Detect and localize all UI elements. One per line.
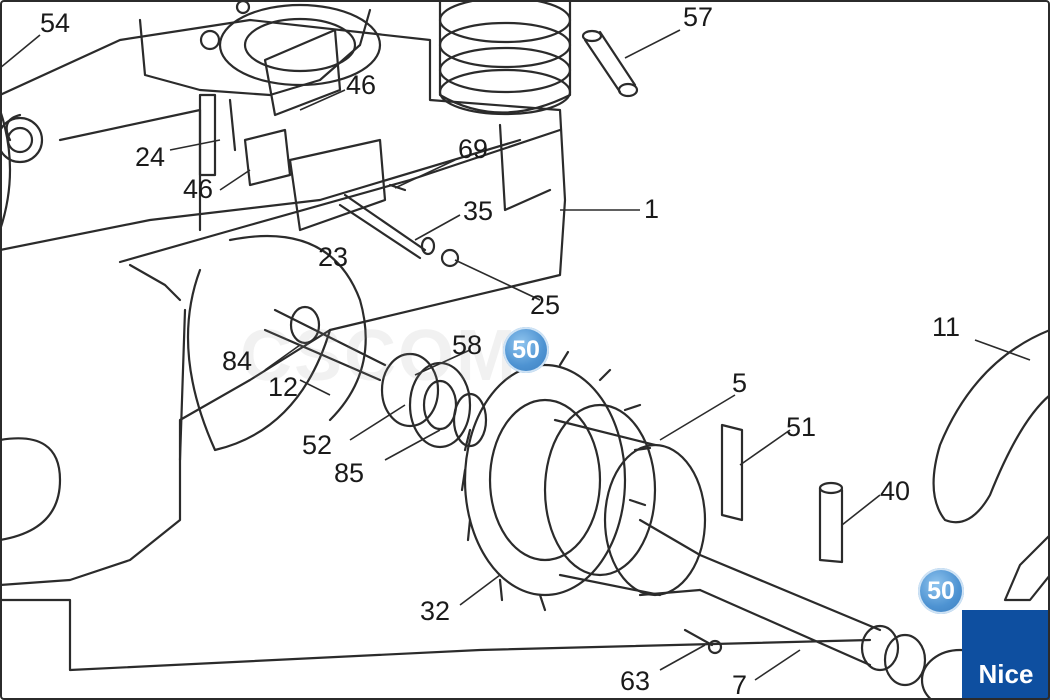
top-plate [138, 0, 382, 117]
callout-7: 7 [732, 670, 748, 700]
callout-57: 57 [683, 2, 714, 32]
callout-40: 40 [880, 476, 911, 506]
output-shaft-7 [638, 518, 927, 687]
pin-40 [818, 481, 844, 564]
pin-57 [581, 29, 639, 98]
pin-25 [440, 248, 460, 268]
callout-63: 63 [620, 666, 651, 696]
callout-35: 35 [463, 196, 494, 226]
shaft-12 [263, 305, 387, 382]
control-board [198, 93, 387, 232]
belt [498, 123, 552, 212]
callout-85: 85 [334, 458, 365, 488]
key-51 [720, 423, 744, 522]
release-lever-11 [932, 328, 1050, 524]
badge-50-shaft: 50 [918, 568, 964, 614]
callout-32: 32 [420, 596, 451, 626]
callout-58: 58 [452, 330, 483, 360]
nice-logo: Nice [962, 610, 1050, 700]
screw-63 [683, 628, 723, 655]
callout-24: 24 [135, 142, 166, 172]
callout-11: 11 [932, 312, 961, 342]
callout-69: 69 [458, 134, 489, 164]
callout-52: 52 [302, 430, 333, 460]
callout-46-left: 46 [183, 174, 214, 204]
callout-25: 25 [530, 290, 561, 320]
badge-50-gear: 50 [503, 327, 549, 373]
callout-46-top: 46 [346, 70, 377, 100]
gear-32 [460, 350, 652, 612]
callout-54: 54 [40, 8, 71, 38]
callout-12: 12 [268, 372, 299, 402]
motor-casing [178, 234, 367, 462]
callout-51: 51 [786, 412, 817, 442]
leader-lines [0, 29, 1031, 681]
right-bracket [1003, 533, 1050, 602]
motor-housing [0, 18, 872, 672]
callout-5: 5 [732, 368, 748, 398]
clutch-plate-5 [543, 403, 707, 597]
pulley-stack [438, 0, 572, 116]
callout-23: 23 [318, 242, 349, 272]
bearing-assembly [380, 352, 488, 449]
callout-84: 84 [222, 346, 253, 376]
watermark: CSCOM [240, 316, 518, 396]
callout-1: 1 [644, 194, 660, 224]
spring-35 [338, 193, 436, 260]
